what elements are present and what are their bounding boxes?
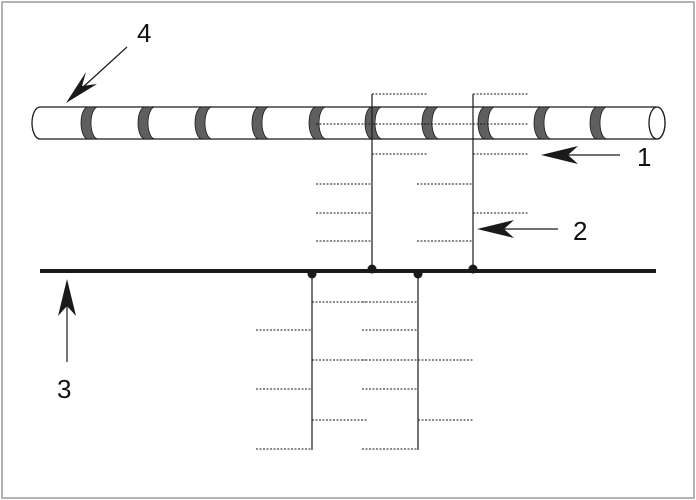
upper-strands — [316, 93, 529, 274]
callout-3-arrowhead — [58, 279, 76, 316]
callout-1: 1 — [541, 142, 651, 172]
callout-4-arrowhead — [66, 72, 97, 103]
rod-band — [477, 106, 496, 140]
callout-2-label: 2 — [573, 216, 587, 246]
rod-band — [364, 106, 383, 140]
rod-band — [251, 106, 270, 140]
callout-4-label: 4 — [137, 18, 151, 48]
rod-body — [31, 106, 666, 140]
rod-band — [137, 106, 156, 140]
rod-band — [308, 106, 327, 140]
callout-2: 2 — [477, 216, 587, 246]
junction-dot — [307, 269, 317, 279]
rod-end-cap — [648, 106, 666, 140]
rod-band — [533, 106, 552, 140]
junction-dot — [413, 269, 423, 279]
striped-rod — [31, 106, 666, 140]
callout-1-arrowhead — [541, 146, 578, 164]
callout-2-arrowhead — [477, 220, 514, 238]
rod-band — [80, 106, 99, 140]
callout-1-label: 1 — [637, 142, 651, 172]
rod-bands — [80, 106, 608, 140]
callout-3: 3 — [57, 279, 76, 404]
rod-band — [194, 106, 213, 140]
rod-band — [589, 106, 608, 140]
callout-4: 4 — [66, 18, 151, 103]
callout-3-label: 3 — [57, 374, 71, 404]
callout-4-arrow-line — [81, 46, 128, 89]
rod-band — [421, 106, 440, 140]
lower-strands — [256, 269, 474, 450]
